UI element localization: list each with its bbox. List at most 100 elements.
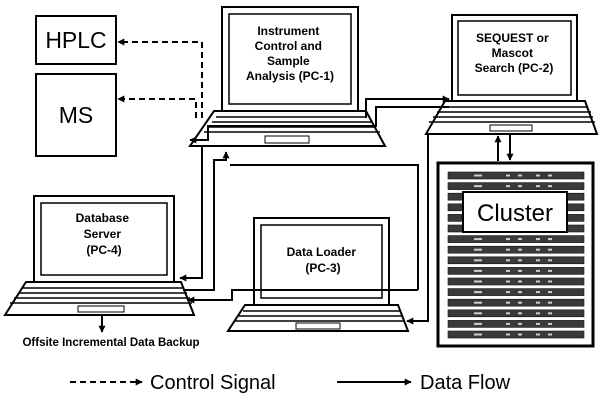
blade-led [474,238,482,241]
blade-led [548,269,552,272]
blade-led [506,301,510,304]
blade-led [518,248,522,251]
pc3-label-line: (PC-3) [305,261,340,275]
blade-led [506,185,510,188]
hplc-box: HPLC [35,15,117,65]
blade-led [506,269,510,272]
control-arrow-hplc [117,38,203,118]
blade-led [474,248,482,251]
blade-led [474,269,482,272]
blade-led [518,312,522,315]
blade-led [518,259,522,262]
blade-led [536,174,540,177]
blade-led [548,301,552,304]
data-arrow-pc2-to-pc1 [189,106,449,144]
pc1-label-line: Control and [255,39,322,53]
blade-led [536,333,540,336]
blade-led [518,185,522,188]
pc2-laptop: SEQUEST or Mascot Search (PC-2) [424,14,599,135]
blade-led [548,238,552,241]
blade-led [548,333,552,336]
blade-led [548,322,552,325]
blade-led [474,333,482,336]
server-blade [447,288,585,296]
blade-led [506,238,510,241]
blade-led [548,291,552,294]
pc4-label-line: (PC-4) [86,243,121,257]
blade-led [474,312,482,315]
pc3-label: Data Loader (PC-3) [287,245,360,275]
blade-led [506,291,510,294]
blade-led [518,322,522,325]
blade-led [536,185,540,188]
legend-data-label: Data Flow [420,372,511,394]
blade-led [474,174,482,177]
blade-led [474,185,482,188]
cluster-box: Cluster [436,161,595,348]
blade-led [536,291,540,294]
pc2-label-line: Search (PC-2) [475,61,554,75]
server-blade [447,309,585,318]
blade-led [518,280,522,283]
ms-label: MS [59,102,94,128]
legend-control-label: Control Signal [150,372,276,394]
blade-led [506,322,510,325]
cluster-label: Cluster [477,200,553,227]
blade-led [506,312,510,315]
backup-label: Offsite Incremental Data Backup [22,337,199,349]
blade-led [506,259,510,262]
blade-led [548,259,552,262]
pc3-laptop: Data Loader (PC-3) [226,217,410,332]
blade-led [474,259,482,262]
blade-led [474,322,482,325]
blade-led [536,269,540,272]
pc1-label-line: Analysis (PC-1) [246,69,334,83]
hplc-label: HPLC [45,27,106,53]
pc2-label: SEQUEST or Mascot Search (PC-2) [475,31,554,75]
server-blade [447,256,585,265]
data-arrow-pc1-to-pc2 [365,95,450,118]
server-blade [447,171,585,180]
blade-led [548,312,552,315]
blade-led [474,301,482,304]
legend: Control Signal Data Flow [70,372,511,394]
data-flows [98,95,514,333]
blade-led [536,322,540,325]
blade-led [548,185,552,188]
pc4-label-line: Server [84,227,122,241]
blade-led [548,280,552,283]
blade-led [518,238,522,241]
server-blade [447,320,585,328]
blade-led [506,174,510,177]
pc3-label-line: Data Loader [287,245,357,259]
blade-led [518,269,522,272]
server-blade [447,298,585,307]
server-blade [447,330,585,339]
blade-led [536,280,540,283]
data-arrow-pc4-to-pc1 [183,151,230,291]
blade-led [518,301,522,304]
blade-led [548,174,552,177]
control-arrow-ms [117,95,197,118]
blade-led [506,248,510,251]
pc4-label: Database Server (PC-4) [76,211,133,257]
blade-led [474,291,482,294]
data-arrow-to-pc4-keyboard [187,289,418,304]
blade-led [536,301,540,304]
server-blade [447,182,585,190]
data-arrow-pc2-to-pc3 [406,134,429,325]
server-blade [447,245,585,254]
blade-led [548,248,552,251]
blade-led [506,280,510,283]
pc1-label-line: Sample [267,54,310,68]
pc4-laptop: Database Server (PC-4) [3,195,196,316]
blade-led [518,333,522,336]
control-signals [117,38,203,118]
server-blade [447,277,585,286]
data-arrow-pc1-to-pc4 [179,146,203,282]
blade-led [518,291,522,294]
pc2-label-line: SEQUEST or [476,31,549,45]
ms-box: MS [35,73,117,157]
blade-led [536,248,540,251]
